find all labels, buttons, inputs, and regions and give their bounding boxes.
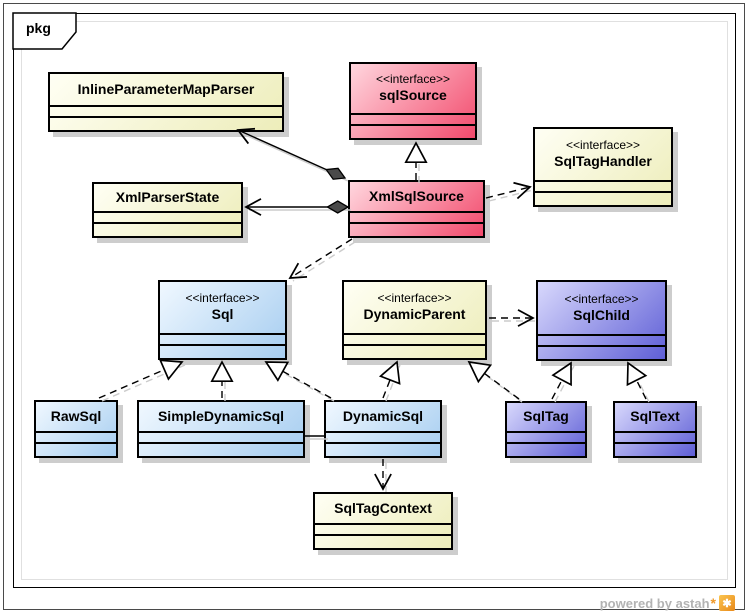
operations-compartment [535,191,671,205]
attributes-compartment [326,431,440,442]
class-title-compartment: <<interface>>SqlChild [538,282,665,334]
class-title-compartment: DynamicSql [326,402,440,431]
attributes-compartment [160,333,285,344]
class-name-label: DynamicParent [363,306,466,323]
attributes-compartment [538,334,665,345]
operations-compartment [344,344,485,358]
edge-sqltext-realizes-sqlchild[interactable] [626,361,648,400]
operations-compartment [94,222,241,236]
attributes-compartment [535,180,671,191]
attributes-compartment [315,523,451,534]
operations-compartment [538,345,665,359]
package-tab-shape [12,12,77,50]
class-name-label: DynamicSql [342,407,424,424]
class-title-compartment: <<interface>>DynamicParent [344,282,485,333]
class-title-compartment: <<interface>>sqlSource [351,64,475,113]
class-title-compartment: <<interface>>SqlTagHandler [535,129,671,180]
class-title-compartment: XmlParserState [94,184,241,211]
class-title-compartment: RawSql [36,402,116,431]
class-title-compartment: SqlTag [507,403,585,431]
class-name-label: SqlTag [523,408,569,425]
page-border [3,3,745,610]
astah-logo-icon: ✱ [719,595,735,611]
attributes-compartment [350,211,483,222]
operations-compartment [326,442,440,456]
watermark-text: powered by astah [599,595,710,611]
class-name-label: SqlTagHandler [554,153,652,170]
edge-sqltag-realizes-sqlchild[interactable] [551,361,572,400]
edge-dynamicsql-realizes-sql[interactable] [264,361,332,399]
edge-rawsql-realizes-sql[interactable] [98,359,184,399]
attributes-compartment [50,105,282,116]
package-name-label: pkg [26,20,51,36]
class-title-compartment: SqlTagContext [315,494,451,523]
operations-compartment [315,534,451,548]
edge-dynamicsql-realizes-dynamicparent[interactable] [378,360,401,399]
class-sqltagcontext[interactable]: SqlTagContext [313,492,453,550]
class-name-label: SqlTagContext [334,499,432,516]
class-name-label: SqlText [630,408,680,425]
class-dynamicparent[interactable]: <<interface>>DynamicParent [342,280,487,360]
edge-xmlsqlsource-depends-sql[interactable] [288,238,353,279]
stereotype-label: <<interface>> [185,291,260,306]
class-name-label: XmlParserState [115,188,220,205]
edge-lines [98,127,648,491]
stereotype-label: <<interface>> [565,138,641,153]
stereotype-label: <<interface>> [377,291,452,306]
class-name-label: sqlSource [379,87,447,104]
class-name-label: SimpleDynamicSql [157,407,285,424]
edge-xmlsqlsource-depends-sqltaghandler[interactable] [485,181,532,200]
attributes-compartment [344,333,485,344]
edge-xmlsqlsource-composes-inlineparametermapparser[interactable] [236,127,347,180]
operations-compartment [50,116,282,130]
stereotype-label: <<interface>> [375,72,451,87]
attributes-compartment [94,211,241,222]
attributes-compartment [36,431,116,442]
class-sql[interactable]: <<interface>>Sql [158,280,287,360]
watermark-asterisk: * [710,595,716,611]
operations-compartment [351,124,475,138]
class-xmlparserstate[interactable]: XmlParserState [92,182,243,238]
operations-compartment [350,222,483,236]
package-frame [13,13,736,588]
class-sqltag[interactable]: SqlTag [505,401,587,458]
class-title-compartment: InlineParameterMapParser [50,74,282,105]
class-name-label: XmlSqlSource [369,187,464,204]
class-rawsql[interactable]: RawSql [34,400,118,458]
class-title-compartment: XmlSqlSource [350,182,483,211]
class-simpledynamicsql[interactable]: SimpleDynamicSql [137,400,305,458]
attributes-compartment [139,431,303,442]
class-sqlchild[interactable]: <<interface>>SqlChild [536,280,667,361]
edge-sqltag-realizes-dynamicparent[interactable] [467,360,520,400]
class-sqltext[interactable]: SqlText [613,401,697,458]
class-name-label: RawSql [50,407,102,424]
class-xmlsqlsource[interactable]: XmlSqlSource [348,180,485,238]
astah-watermark: powered by astah* ✱ [600,595,735,611]
class-name-label: SqlChild [573,306,630,323]
operations-compartment [139,442,303,456]
class-dynamicsql[interactable]: DynamicSql [324,400,442,458]
class-sqlsource[interactable]: <<interface>>sqlSource [349,62,477,140]
class-name-label: Sql [211,306,234,323]
class-title-compartment: SimpleDynamicSql [139,402,303,431]
operations-compartment [36,442,116,456]
operations-compartment [615,442,695,456]
stereotype-label: <<interface>> [564,291,639,306]
attributes-compartment [351,113,475,124]
class-inlineparametermapparser[interactable]: InlineParameterMapParser [48,72,284,132]
operations-compartment [507,442,585,456]
class-title-compartment: SqlText [615,403,695,431]
operations-compartment [160,344,285,358]
package-frame-highlight [21,21,728,580]
attributes-compartment [507,431,585,442]
class-name-label: InlineParameterMapParser [77,80,255,97]
class-sqltaghandler[interactable]: <<interface>>SqlTagHandler [533,127,673,207]
package-frame-tab[interactable]: pkg [12,12,80,52]
class-title-compartment: <<interface>>Sql [160,282,285,333]
attributes-compartment [615,431,695,442]
